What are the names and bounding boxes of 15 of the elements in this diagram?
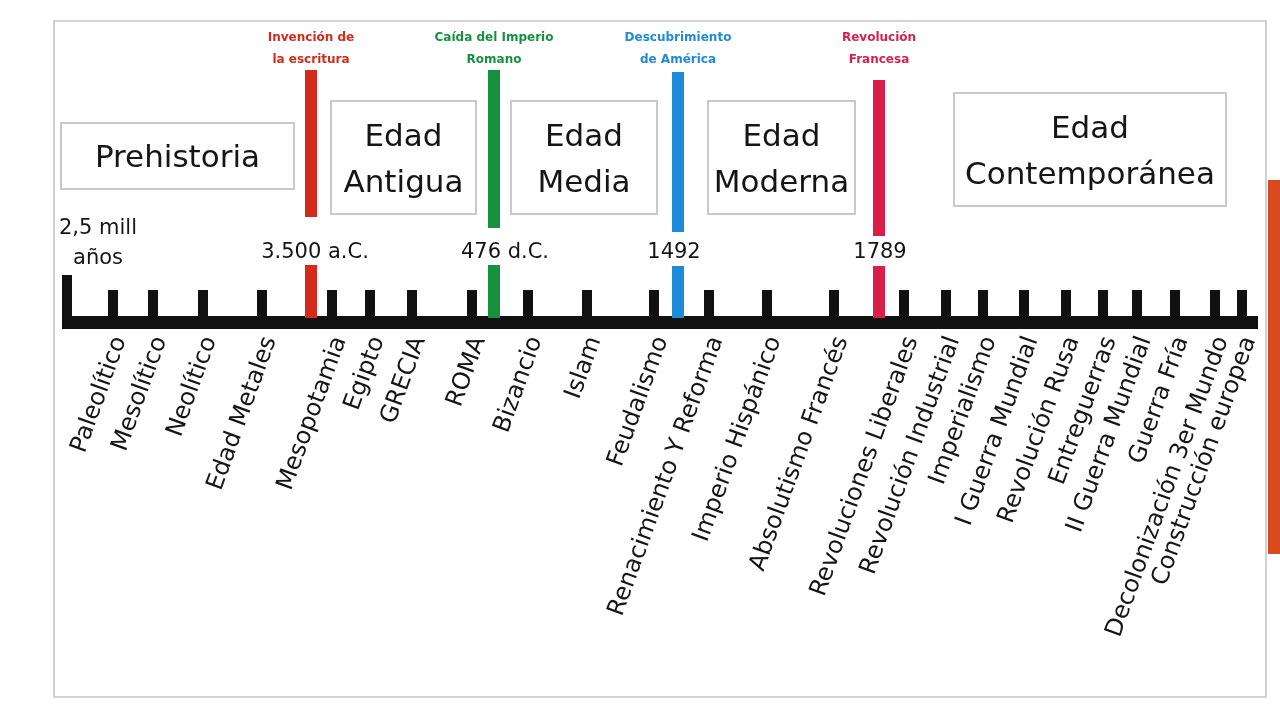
- date-label: 1492: [647, 238, 701, 265]
- date-label: 3.500 a.C.: [261, 238, 369, 265]
- event-label: Caída del Imperio Romano: [433, 29, 555, 68]
- period-box: Edad Media: [510, 100, 658, 215]
- period-box: Prehistoria: [60, 122, 295, 190]
- period-box: Edad Antigua: [330, 100, 477, 215]
- period-box: Edad Moderna: [707, 100, 856, 215]
- date-label: 1789: [853, 238, 907, 265]
- event-label: Invención de la escritura: [266, 29, 356, 68]
- period-box: Edad Contemporánea: [953, 92, 1227, 207]
- date-label: 2,5 mill años: [57, 214, 138, 271]
- date-label: 476 d.C.: [460, 238, 550, 265]
- period-label: Islam: [558, 332, 606, 402]
- event-label: Descubrimiento de América: [623, 29, 733, 68]
- event-label: Revolución Francesa: [840, 29, 918, 68]
